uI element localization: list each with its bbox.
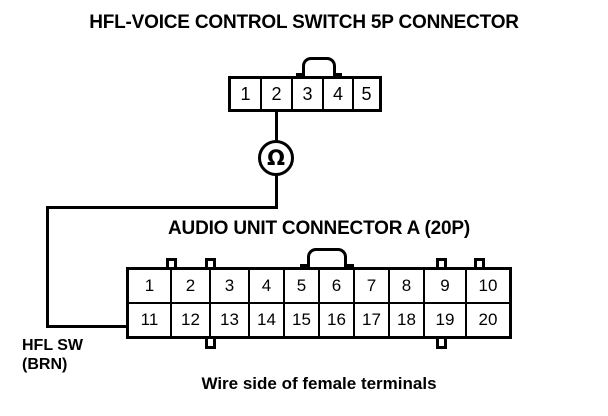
connector-20p[interactable]: 1 2 3 4 5 6 7 8 9 10 11 12 13 14 15 16 1… xyxy=(126,267,512,339)
pin-cell-14[interactable]: 14 xyxy=(250,304,285,336)
pin-cell-3[interactable]: 3 xyxy=(211,270,250,302)
pin-cell-2[interactable]: 2 xyxy=(262,79,293,109)
wire-label-color: (BRN) xyxy=(22,356,68,373)
pin-cell-13[interactable]: 13 xyxy=(211,304,250,336)
wire-pin2-to-meter xyxy=(275,111,278,141)
pin-cell-19[interactable]: 19 xyxy=(425,304,467,336)
wire-vertical-left xyxy=(46,206,49,328)
lock-tab-top-4-icon xyxy=(474,258,485,269)
pin-cell-6[interactable]: 6 xyxy=(320,270,355,302)
pin-cell-7[interactable]: 7 xyxy=(355,270,390,302)
wire-horizontal-to-pin11 xyxy=(46,325,129,328)
latch-tab-5p-icon xyxy=(302,57,336,79)
connector-5p[interactable]: 1 2 3 4 5 xyxy=(228,76,382,112)
lock-tab-top-1-icon xyxy=(166,258,177,269)
connector-20p-row-1: 1 2 3 4 5 6 7 8 9 10 xyxy=(129,270,509,302)
title-5p-connector: HFL-VOICE CONTROL SWITCH 5P CONNECTOR xyxy=(89,12,519,33)
latch-foot-left-20p-icon xyxy=(300,264,310,268)
pin-cell-1[interactable]: 1 xyxy=(231,79,262,109)
lock-tab-top-3-icon xyxy=(436,258,447,269)
connector-5p-row-1: 1 2 3 4 5 xyxy=(231,79,379,109)
pin-cell-5[interactable]: 5 xyxy=(285,270,320,302)
pin-cell-4[interactable]: 4 xyxy=(250,270,285,302)
latch-foot-right-20p-icon xyxy=(344,264,354,268)
lock-tab-top-2-icon xyxy=(205,258,216,269)
pin-cell-17[interactable]: 17 xyxy=(355,304,390,336)
latch-foot-right-5p-icon xyxy=(333,73,342,77)
ohmmeter-icon: Ω xyxy=(258,140,294,176)
latch-foot-left-5p-icon xyxy=(296,73,305,77)
lock-tab-bottom-1-icon xyxy=(205,338,216,349)
wire-label: HFL SW (BRN) xyxy=(22,336,83,374)
diagram-caption: Wire side of female terminals xyxy=(201,374,437,393)
pin-cell-5[interactable]: 5 xyxy=(354,79,379,109)
pin-cell-4[interactable]: 4 xyxy=(324,79,354,109)
latch-tab-20p-icon xyxy=(307,248,347,270)
pin-cell-8[interactable]: 8 xyxy=(390,270,425,302)
pin-cell-20[interactable]: 20 xyxy=(467,304,509,336)
pin-cell-10[interactable]: 10 xyxy=(467,270,509,302)
pin-cell-16[interactable]: 16 xyxy=(320,304,355,336)
wire-label-name: HFL SW xyxy=(22,337,84,354)
pin-cell-2[interactable]: 2 xyxy=(172,270,211,302)
pin-cell-18[interactable]: 18 xyxy=(390,304,425,336)
pin-cell-11[interactable]: 11 xyxy=(129,304,172,336)
pin-cell-15[interactable]: 15 xyxy=(285,304,320,336)
pin-cell-9[interactable]: 9 xyxy=(425,270,467,302)
pin-cell-12[interactable]: 12 xyxy=(172,304,211,336)
wire-meter-down xyxy=(275,173,278,206)
title-20p-connector: AUDIO UNIT CONNECTOR A (20P) xyxy=(168,218,470,239)
pin-cell-1[interactable]: 1 xyxy=(129,270,172,302)
wire-horizontal-top xyxy=(46,206,278,209)
pin-cell-3[interactable]: 3 xyxy=(293,79,324,109)
lock-tab-bottom-2-icon xyxy=(436,338,447,349)
connector-20p-row-2: 11 12 13 14 15 16 17 18 19 20 xyxy=(129,302,509,336)
